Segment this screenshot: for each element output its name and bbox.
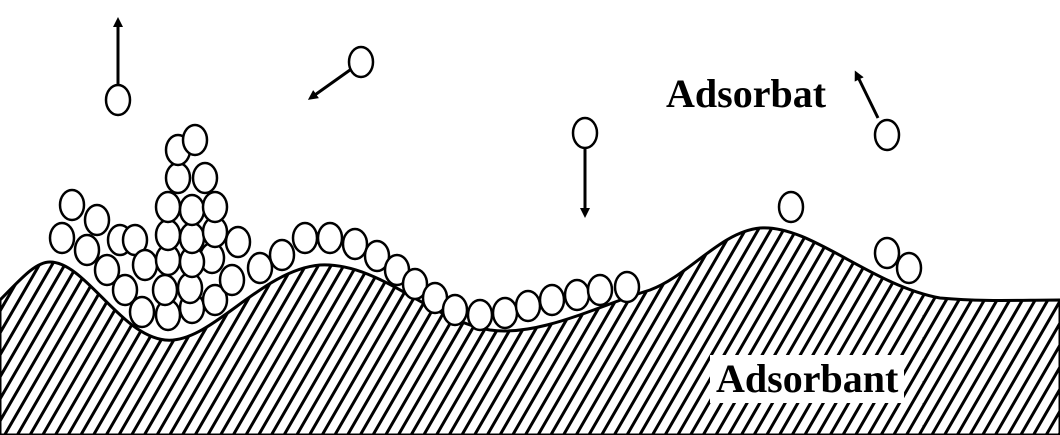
adsorbed-particle xyxy=(540,285,564,315)
adsorbed-particle xyxy=(180,195,204,225)
adsorbed-particle xyxy=(343,229,367,259)
adsorbed-particle xyxy=(183,125,207,155)
adsorbed-particle xyxy=(75,235,99,265)
adsorbed-particle xyxy=(468,300,492,330)
adsorbed-particle xyxy=(166,163,190,193)
adsorbed-particle xyxy=(270,240,294,270)
adsorbed-particle xyxy=(779,192,803,222)
adsorbed-particle xyxy=(293,223,317,253)
adsorbed-particle xyxy=(156,192,180,222)
adsorbed-particle xyxy=(220,265,244,295)
adsorbed-particle xyxy=(248,253,272,283)
adsorbed-particle xyxy=(130,297,154,327)
adsorbed-particle xyxy=(897,253,921,283)
adsorbed-particle xyxy=(443,295,467,325)
adsorbed-particle xyxy=(153,275,177,305)
adsorbed-particle xyxy=(133,250,157,280)
adsorbed-particle xyxy=(50,223,74,253)
adsorbed-particle xyxy=(85,205,109,235)
adsorbed-particle xyxy=(156,220,180,250)
adsorbed-particle xyxy=(565,280,589,310)
free-particle-approaching xyxy=(312,47,373,97)
free-particle-desorbing-up-left xyxy=(857,75,899,150)
adsorbed-particle xyxy=(516,291,540,321)
adsorbent-label: Adsorbant xyxy=(710,355,904,403)
adsorbed-particle xyxy=(180,223,204,253)
free-particle-adsorbing xyxy=(573,118,597,213)
adsorbed-particle xyxy=(193,163,217,193)
adsorbed-particle xyxy=(588,275,612,305)
adsorbate-label: Adsorbat xyxy=(660,70,832,118)
adsorbed-particle xyxy=(203,192,227,222)
adsorbed-particle xyxy=(226,227,250,257)
adsorbed-particle xyxy=(60,190,84,220)
adsorbed-particle xyxy=(615,272,639,302)
adsorbed-particle xyxy=(493,298,517,328)
adsorbed-particle xyxy=(318,223,342,253)
free-particle-desorbing-up xyxy=(106,22,130,115)
adsorbed-particle xyxy=(875,238,899,268)
